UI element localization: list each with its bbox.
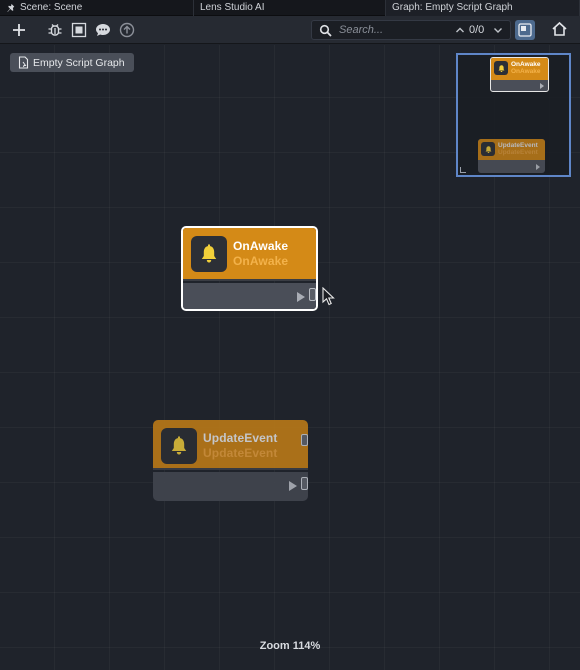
minimap-resize-handle[interactable] [460,167,466,173]
node-body [183,283,316,309]
minimap[interactable]: OnAwake OnAwake UpdateEvent UpdateEvent [456,53,571,177]
tab-label: Lens Studio AI [200,2,265,13]
exec-arrow-icon [540,83,544,89]
breadcrumb-label: Empty Script Graph [33,56,125,69]
minimap-node-title: OnAwake [511,61,541,68]
tab-label: Scene: Scene [20,2,83,13]
node-icon-box [191,236,227,272]
script-file-icon [18,56,29,69]
chevron-down-icon[interactable] [492,24,504,36]
bell-icon [171,436,187,455]
pin-icon [7,3,15,12]
chevron-up-icon[interactable] [454,24,466,36]
bell-icon [494,61,508,75]
tab-label: Graph: Empty Script Graph [392,2,513,13]
exec-arrow-icon [536,164,540,170]
node-body [153,472,308,501]
home-icon[interactable] [551,21,568,42]
search-match-count: 0/0 [469,24,485,36]
node-title: UpdateEvent [203,431,278,445]
upload-icon[interactable] [118,21,136,39]
search-box[interactable]: 0/0 [311,20,511,40]
add-icon[interactable] [10,21,28,39]
output-port[interactable] [309,288,316,301]
node-subtitle: UpdateEvent [203,446,278,460]
mouse-cursor-icon [322,287,335,306]
exec-arrow-icon [297,292,305,302]
tab-scene[interactable]: Scene: Scene [0,0,194,16]
frame-icon[interactable] [70,21,88,39]
minimap-node-title: UpdateEvent [498,142,538,149]
search-input[interactable] [339,23,449,37]
minimap-node-subtitle: OnAwake [511,68,541,75]
zoom-indicator: Zoom 114% [0,640,580,652]
exec-arrow-icon [289,481,297,491]
minimap-node-subtitle: UpdateEvent [498,149,538,156]
minimap-node-header: UpdateEvent UpdateEvent [478,139,545,160]
comment-icon[interactable] [94,21,112,39]
minimap-node-on-awake: OnAwake OnAwake [490,57,549,92]
minimap-icon[interactable] [515,20,535,40]
bug-icon[interactable] [46,21,64,39]
search-icon [319,24,332,37]
node-header: OnAwake OnAwake [183,228,316,281]
node-update-event[interactable]: UpdateEvent UpdateEvent [153,420,308,501]
tab-bar: Scene: Scene Lens Studio AI Graph: Empty… [0,0,580,16]
zoom-label: Zoom 114% [259,640,321,652]
minimap-node-update-event: UpdateEvent UpdateEvent [478,139,545,173]
input-port[interactable] [301,434,308,446]
node-icon-box [161,428,197,464]
node-on-awake[interactable]: OnAwake OnAwake [181,226,318,311]
graph-canvas[interactable]: Empty Script Graph OnAwake OnAwake [0,45,580,670]
output-port[interactable] [301,477,308,490]
tab-lens-studio-ai[interactable]: Lens Studio AI [194,0,386,16]
bell-icon [201,244,217,263]
node-header: UpdateEvent UpdateEvent [153,420,308,470]
bell-icon [481,142,495,156]
node-subtitle: OnAwake [233,254,289,268]
minimap-node-header: OnAwake OnAwake [491,58,548,80]
tab-graph[interactable]: Graph: Empty Script Graph [386,0,580,16]
graph-toolbar: 0/0 [0,16,580,44]
node-title: OnAwake [233,239,289,253]
breadcrumb[interactable]: Empty Script Graph [10,53,134,72]
